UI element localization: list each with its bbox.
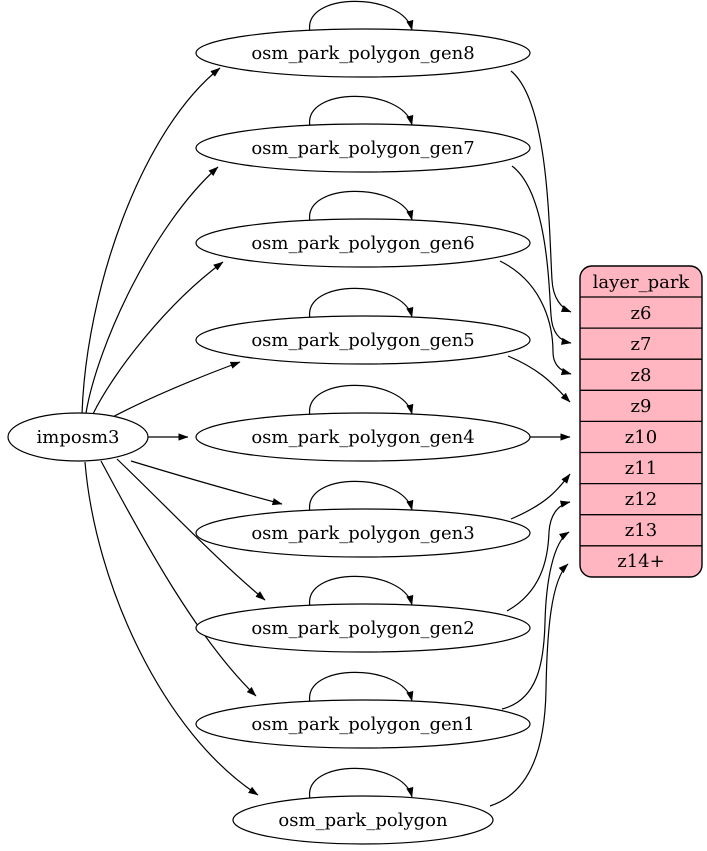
gen2-ellipse [195,603,531,653]
self-loop-gen1 [309,671,414,704]
imposm3-ellipse [7,412,149,462]
gen8-ellipse [195,28,531,78]
gen1-ellipse [195,699,531,749]
gen1-label: osm_park_polygon_gen1 [251,714,474,735]
layer-row-z9: z9 [631,396,652,417]
layer-row-z6: z6 [631,303,652,324]
self-loop-gen6 [309,190,414,223]
self-loop-gen3 [309,480,414,513]
gen4-ellipse [195,412,531,462]
edge-group-tables-to-layer [489,70,572,807]
layer-row-z11: z11 [625,458,657,479]
imposm3-label: imposm3 [37,427,120,448]
edge-gen2-z12 [506,500,571,612]
gen8-label: osm_park_polygon_gen8 [251,43,474,64]
node-osm_park_polygon_gen2: osm_park_polygon_gen2 [195,603,531,653]
self-loop-gen7 [309,95,414,128]
layer-row-z13: z13 [625,520,657,541]
edge-group-imposm3-to-tables [81,67,283,796]
node-osm_park_polygon_gen6: osm_park_polygon_gen6 [195,218,531,268]
edge-imposm3-gen8 [81,67,221,415]
edge-imposm3-gen1 [100,460,257,697]
edge-imposm3-gen7 [85,166,219,414]
edge-imposm3-gen5 [106,361,241,421]
edge-gen7-z7 [511,165,572,345]
edge-gen8-z6 [510,70,572,313]
edge-gen3-z11 [510,473,571,520]
gen5-label: osm_park_polygon_gen5 [251,330,474,351]
gen4-label: osm_park_polygon_gen4 [251,427,474,448]
edge-gen6-z8 [499,260,572,375]
node-layer-park: layer_park z6 z7 z8 z9 z10 z11 z12 z13 z… [579,265,703,578]
self-loop-gen8 [309,0,414,33]
edge-polygon-z14 [489,563,569,807]
self-loop-gen2 [309,575,414,608]
gen3-label: osm_park_polygon_gen3 [251,523,474,544]
edge-imposm3-gen6 [92,261,224,415]
edge-group-self-loops [309,0,414,800]
edge-imposm3-gen3 [130,460,283,506]
gen6-label: osm_park_polygon_gen6 [251,233,474,254]
gen6-ellipse [195,218,531,268]
self-loop-gen5 [309,287,414,320]
edge-gen1-z13 [501,531,570,710]
node-osm_park_polygon_gen8: osm_park_polygon_gen8 [195,28,531,78]
layer-row-z7: z7 [631,334,652,355]
edge-gen5-z9 [507,355,571,403]
node-osm_park_polygon_gen3: osm_park_polygon_gen3 [195,508,531,558]
layer-row-z14: z14+ [617,551,664,572]
node-osm_park_polygon_gen1: osm_park_polygon_gen1 [195,699,531,749]
layer-park-header: layer_park [593,272,691,293]
layer-row-z10: z10 [625,427,657,448]
node-osm_park_polygon_gen5: osm_park_polygon_gen5 [195,315,531,365]
node-osm_park_polygon_gen4: osm_park_polygon_gen4 [195,412,531,462]
polygon-ellipse [232,795,494,845]
edge-imposm3-polygon [84,461,259,796]
gen2-label: osm_park_polygon_gen2 [251,618,474,639]
gen3-ellipse [195,508,531,558]
self-loop-polygon [309,767,414,800]
node-osm_park_polygon: osm_park_polygon [232,795,494,845]
gen7-label: osm_park_polygon_gen7 [251,138,474,159]
layer-row-dividers [580,296,702,547]
node-imposm3: imposm3 [7,412,149,462]
layer-row-z12: z12 [625,489,657,510]
layer-row-z8: z8 [631,365,652,386]
self-loop-gen4 [309,384,414,417]
gen5-ellipse [195,315,531,365]
polygon-label: osm_park_polygon [278,810,448,831]
edge-imposm3-gen2 [116,458,266,601]
node-osm_park_polygon_gen7: osm_park_polygon_gen7 [195,123,531,173]
gen7-ellipse [195,123,531,173]
